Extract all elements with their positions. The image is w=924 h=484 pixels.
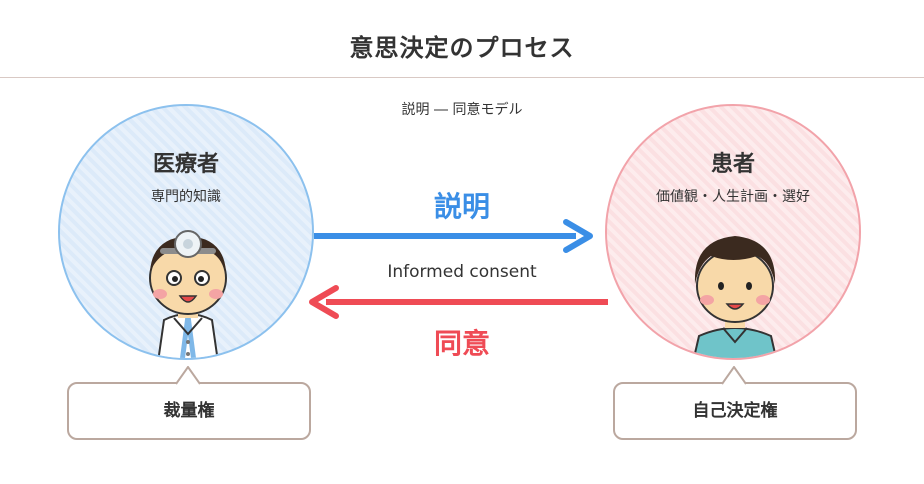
patient-bubble-tail bbox=[721, 366, 747, 385]
page-title: 意思決定のプロセス bbox=[349, 34, 575, 62]
informed-consent-label: Informed consent bbox=[387, 262, 537, 282]
patient-name: 患者 bbox=[710, 152, 755, 177]
title-divider bbox=[0, 77, 924, 78]
provider-attribute: 専門的知識 bbox=[151, 189, 221, 205]
provider-bubble: 裁量権 bbox=[67, 382, 311, 440]
patient-bubble: 自己決定権 bbox=[613, 382, 857, 440]
provider-bubble-tail bbox=[175, 366, 201, 385]
provider-name: 医療者 bbox=[152, 152, 219, 177]
consent-label: 同意 bbox=[433, 327, 490, 360]
provider-circle: 医療者 専門的知識 bbox=[58, 104, 314, 360]
explain-arrow bbox=[314, 219, 593, 253]
doctor-illustration-icon bbox=[149, 230, 227, 358]
patient-attribute: 価値観・人生計画・選好 bbox=[656, 189, 810, 205]
page-subtitle: 説明 ― 同意モデル bbox=[401, 102, 523, 118]
explain-label: 説明 bbox=[433, 190, 490, 223]
patient-illustration-icon bbox=[692, 236, 778, 358]
consent-arrow bbox=[309, 285, 608, 319]
patient-circle: 患者 価値観・人生計画・選好 bbox=[605, 104, 861, 360]
